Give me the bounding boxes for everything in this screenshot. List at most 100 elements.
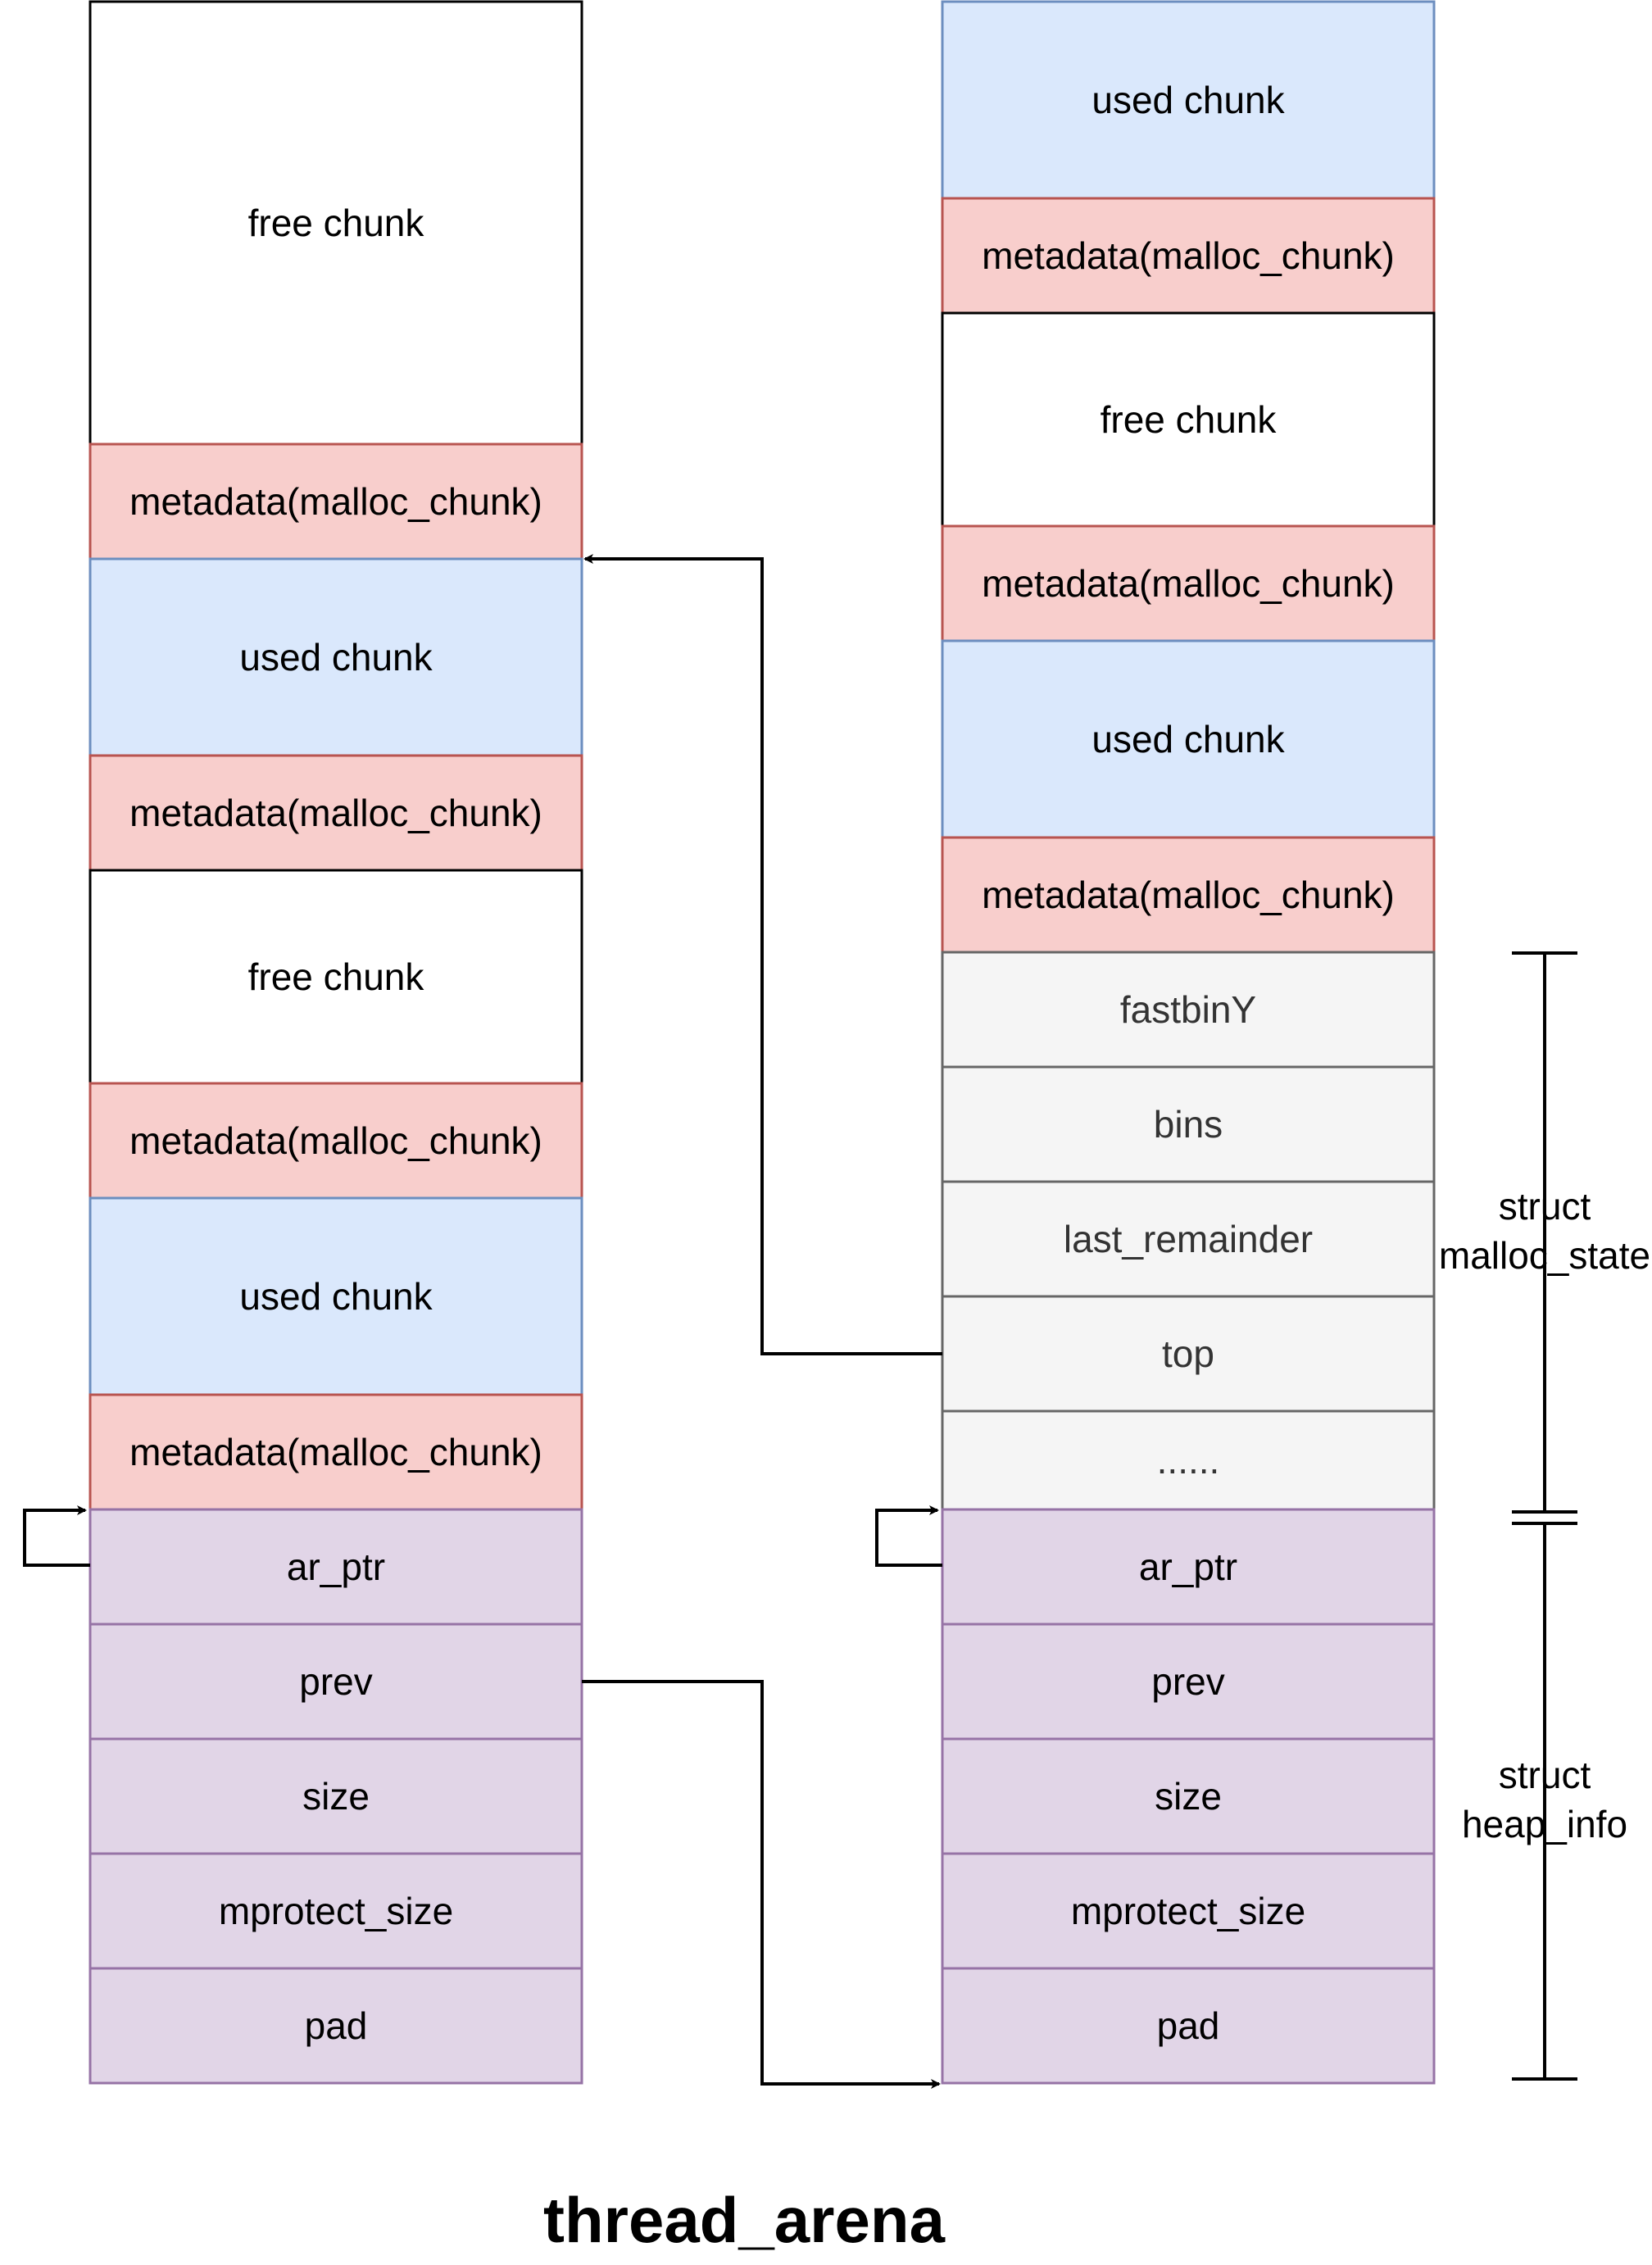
malloc-state-label-line1: struct [1499, 1185, 1591, 1228]
block-label: size [302, 1775, 370, 1818]
block-label: prev [1151, 1660, 1224, 1703]
right_column-block-14-mprotect-size: mprotect_size [941, 1852, 1436, 1970]
right_column-block-15-pad: pad [941, 1967, 1436, 2085]
block-rect [941, 1508, 1436, 1626]
block-rect [941, 1065, 1436, 1183]
block-label: metadata(malloc_chunk) [129, 1119, 542, 1162]
left_column-block-8-ar-ptr: ar_ptr [88, 1508, 583, 1626]
block-rect [941, 639, 1436, 839]
block-rect [88, 1967, 583, 2085]
right_column-block-12-prev: prev [941, 1623, 1436, 1741]
right_column-block-9-top: top [941, 1295, 1436, 1413]
left_column-block-4-free-chunk: free chunk [88, 869, 583, 1085]
block-label: pad [1157, 2004, 1220, 2047]
block-rect [941, 0, 1436, 200]
block-label: used chunk [1092, 79, 1285, 121]
block-label: size [1155, 1775, 1222, 1818]
left_column-block-7-metadata-malloc-chunk: metadata(malloc_chunk) [88, 1393, 583, 1511]
left_column-block-12-pad: pad [88, 1967, 583, 2085]
right-ar-ptr-loop-arrow [875, 1505, 942, 1567]
right_column-block-10-ellipsis: ...... [941, 1409, 1436, 1511]
block-label: metadata(malloc_chunk) [982, 234, 1395, 277]
left_column-block-3-metadata-malloc-chunk: metadata(malloc_chunk) [88, 754, 583, 872]
block-rect [88, 0, 583, 446]
right_column-block-13-size: size [941, 1737, 1436, 1855]
block-rect [941, 1737, 1436, 1855]
block-label: metadata(malloc_chunk) [982, 562, 1395, 605]
block-label: mprotect_size [1071, 1890, 1305, 1932]
block-rect [941, 197, 1436, 315]
block-label: bins [1154, 1103, 1223, 1146]
block-rect [941, 1852, 1436, 1970]
block-label: last_remainder [1064, 1218, 1313, 1260]
block-rect [941, 524, 1436, 642]
heap-info-label-line1: struct [1499, 1754, 1591, 1796]
block-label: ar_ptr [1139, 1546, 1237, 1588]
top-to-left-chunk-arrow [583, 554, 942, 1355]
right_column-block-3-metadata-malloc-chunk: metadata(malloc_chunk) [941, 524, 1436, 642]
connectors [23, 554, 942, 2089]
block-label: prev [299, 1660, 372, 1703]
block-rect [88, 1737, 583, 1855]
right_column-block-6-fastbiny: fastbinY [941, 951, 1436, 1069]
left_column-block-2-used-chunk: used chunk [88, 557, 583, 757]
block-rect [88, 869, 583, 1085]
block-rect [941, 1623, 1436, 1741]
block-label: used chunk [1092, 718, 1285, 760]
block-rect [88, 1623, 583, 1741]
heap-info-bracket [1512, 1522, 1577, 2081]
right_column-block-2-free-chunk: free chunk [941, 311, 1436, 528]
right_column-block-0-used-chunk: used chunk [941, 0, 1436, 200]
block-rect [941, 1180, 1436, 1298]
right_column-block-4-used-chunk: used chunk [941, 639, 1436, 839]
right_column-block-7-bins: bins [941, 1065, 1436, 1183]
left_column-block-10-size: size [88, 1737, 583, 1855]
block-rect [941, 1295, 1436, 1413]
block-label: pad [305, 2004, 368, 2047]
right_column-block-1-metadata-malloc-chunk: metadata(malloc_chunk) [941, 197, 1436, 315]
block-label: ...... [1157, 1439, 1220, 1482]
right_column-block-5-metadata-malloc-chunk: metadata(malloc_chunk) [941, 836, 1436, 954]
block-rect [88, 1852, 583, 1970]
block-rect [88, 1393, 583, 1511]
right_column-block-11-ar-ptr: ar_ptr [941, 1508, 1436, 1626]
block-label: used chunk [239, 1275, 433, 1318]
block-rect [941, 951, 1436, 1069]
block-label: top [1162, 1332, 1214, 1375]
block-label: metadata(malloc_chunk) [129, 792, 542, 834]
block-label: metadata(malloc_chunk) [129, 1431, 542, 1473]
left_column-block-6-used-chunk: used chunk [88, 1196, 583, 1396]
left_column-block-1-metadata-malloc-chunk: metadata(malloc_chunk) [88, 443, 583, 561]
malloc-state-bracket [1512, 951, 1577, 1514]
block-label: mprotect_size [219, 1890, 453, 1932]
block-label: used chunk [239, 636, 433, 679]
block-label: free chunk [248, 202, 425, 244]
block-label: fastbinY [1120, 988, 1256, 1031]
left-ar-ptr-loop-arrow [23, 1505, 90, 1567]
left_column-block-9-prev: prev [88, 1623, 583, 1741]
block-label: ar_ptr [287, 1546, 385, 1588]
block-rect [941, 836, 1436, 954]
block-rect [88, 443, 583, 561]
block-label: metadata(malloc_chunk) [982, 874, 1395, 916]
block-rect [88, 557, 583, 757]
block-rect [941, 1409, 1436, 1511]
block-rect [941, 311, 1436, 528]
prev-to-right-pad-arrow [582, 1680, 941, 2089]
block-rect [941, 1967, 1436, 2085]
heap-info-label-line2: heap_info [1462, 1803, 1627, 1845]
left_column-block-5-metadata-malloc-chunk: metadata(malloc_chunk) [88, 1082, 583, 1200]
block-rect [88, 1082, 583, 1200]
right_column-block-8-last-remainder: last_remainder [941, 1180, 1436, 1298]
left_column-block-0-free-chunk: free chunk [88, 0, 583, 446]
block-label: free chunk [248, 955, 425, 998]
diagram-title: thread_arena [543, 2184, 946, 2256]
block-label: metadata(malloc_chunk) [129, 480, 542, 523]
block-rect [88, 754, 583, 872]
left_column-block-11-mprotect-size: mprotect_size [88, 1852, 583, 1970]
malloc-state-label-line2: malloc_state [1439, 1234, 1650, 1277]
block-label: free chunk [1101, 398, 1278, 441]
